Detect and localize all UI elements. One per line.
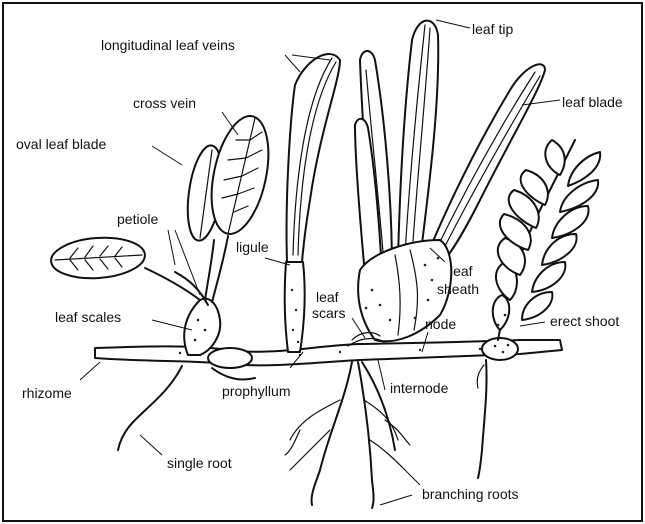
label-node: node — [425, 316, 456, 332]
label-leaf-blade: leaf blade — [562, 94, 623, 110]
label-petiole: petiole — [117, 211, 158, 227]
rhizome-drawing — [95, 338, 562, 368]
label-leaf-sheath-line1: leaf — [450, 263, 473, 279]
label-oval-leaf-blade: oval leaf blade — [16, 136, 107, 152]
label-rhizome: rhizome — [22, 385, 72, 401]
label-longitudinal-leaf-veins: longitudinal leaf veins — [101, 37, 235, 53]
label-cross-vein: cross vein — [133, 95, 196, 111]
erect-shoot — [493, 140, 600, 340]
label-leaf-sheath-line2: sheath — [437, 281, 479, 297]
label-leaf-tip: leaf tip — [472, 21, 513, 37]
label-ligule: ligule — [236, 239, 269, 255]
label-internode: internode — [390, 380, 449, 396]
label-leaf-scales: leaf scales — [55, 309, 121, 325]
label-prophyllum: prophyllum — [222, 383, 290, 399]
label-branching-roots: branching roots — [422, 486, 519, 502]
label-single-root: single root — [167, 455, 232, 471]
label-erect-shoot: erect shoot — [550, 313, 619, 329]
label-leaf-scars-line1: leaf — [316, 289, 339, 305]
central-leaf-cluster — [348, 21, 545, 346]
label-leaf-scars-line2: scars — [312, 305, 345, 321]
